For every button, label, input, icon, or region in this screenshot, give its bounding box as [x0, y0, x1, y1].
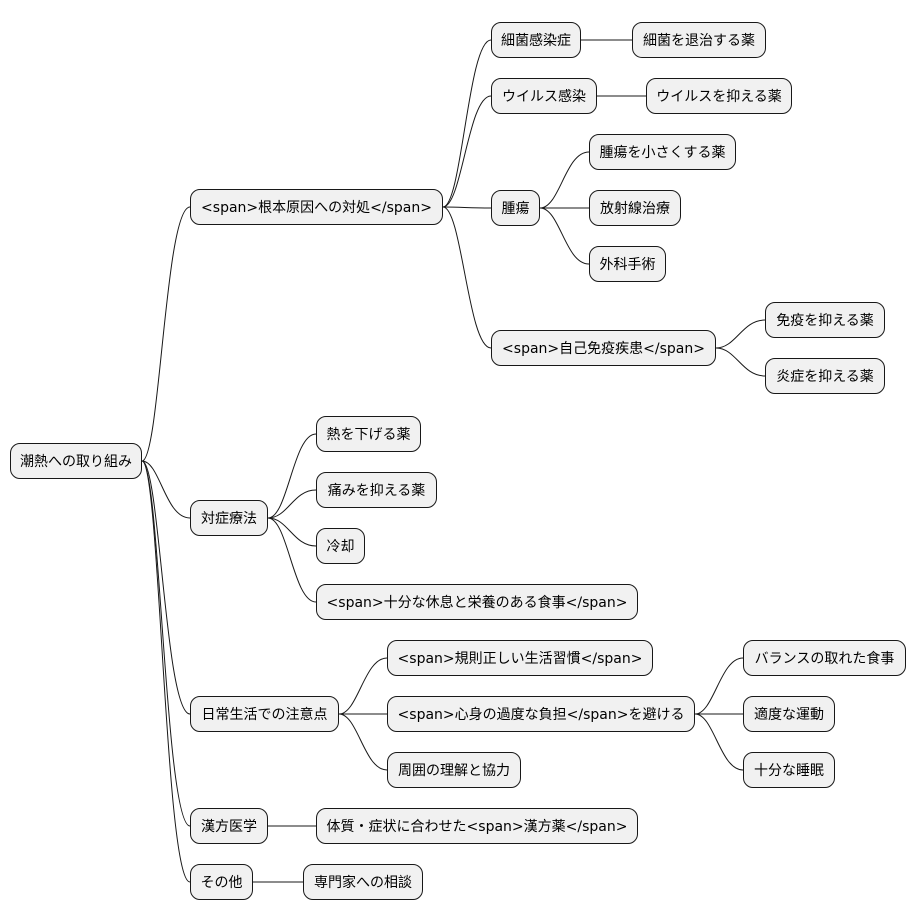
edge-cooling — [267, 517, 317, 547]
edge-tumor-drug — [539, 151, 590, 209]
node-tumor-shrink-drug: 腫瘍を小さくする薬 — [589, 134, 736, 170]
edge-understanding — [338, 713, 388, 771]
node-analgesic: 痛みを抑える薬 — [316, 472, 437, 508]
node-moderate-exercise: 適度な運動 — [743, 696, 835, 732]
edge-rest-food — [267, 517, 317, 603]
node-anti-inflammatory: 炎症を抑える薬 — [765, 358, 885, 394]
edge-balanced-diet — [694, 657, 744, 715]
edge-viral — [442, 95, 492, 208]
node-balanced-diet: バランスの取れた食事 — [743, 640, 906, 676]
edge-daily-life — [141, 460, 191, 715]
node-regular-lifestyle: <span>規則正しい生活習慣</span> — [387, 640, 653, 676]
edge-analgesic — [267, 489, 317, 519]
node-enough-sleep: 十分な睡眠 — [743, 752, 835, 788]
node-tumor: 腫瘍 — [491, 190, 540, 226]
edge-immuno-drug — [715, 319, 766, 349]
edge-sleep — [694, 713, 744, 771]
node-daily-life-notes: 日常生活での注意点 — [190, 696, 339, 732]
node-antipyretic: 熱を下げる薬 — [316, 416, 421, 452]
node-root-cause: <span>根本原因への対処</span> — [190, 189, 443, 225]
edge-inflammation-drug — [715, 347, 766, 377]
node-expert-consultation: 専門家への相談 — [303, 864, 423, 900]
edge-symptomatic — [141, 460, 191, 519]
node-understanding-cooperation: 周囲の理解と協力 — [387, 752, 521, 788]
edge-autoimmune — [442, 206, 492, 349]
node-kampo-medicine: 漢方医学 — [190, 808, 268, 844]
edge-other — [141, 460, 191, 883]
node-avoid-burden: <span>心身の過度な負担</span>を避ける — [387, 696, 695, 732]
node-immunosuppressant: 免疫を抑える薬 — [765, 302, 885, 338]
edge-bacterial — [442, 39, 492, 208]
node-viral-infection: ウイルス感染 — [491, 78, 597, 114]
node-antibacterial-drug: 細菌を退治する薬 — [632, 22, 766, 58]
edge-regular-life — [338, 657, 388, 715]
node-personalized-kampo: 体質・症状に合わせた<span>漢方薬</span> — [316, 808, 638, 844]
node-cooling: 冷却 — [316, 528, 365, 564]
edge-tumor — [442, 206, 492, 209]
node-bacterial-infection: 細菌感染症 — [491, 22, 581, 58]
root-node: 潮熱への取り組み — [10, 443, 142, 479]
node-surgery: 外科手術 — [589, 246, 666, 282]
node-antiviral-drug: ウイルスを抑える薬 — [646, 78, 792, 114]
node-other: その他 — [190, 864, 253, 900]
node-symptomatic-therapy: 対症療法 — [190, 500, 268, 536]
edge-antipyretic — [267, 433, 317, 519]
edge-surgery — [539, 207, 590, 265]
edge-root-cause — [141, 206, 191, 462]
node-autoimmune-disease: <span>自己免疫疾患</span> — [491, 330, 716, 366]
node-rest-and-nutrition: <span>十分な休息と栄養のある食事</span> — [316, 584, 638, 620]
node-radiation-therapy: 放射線治療 — [589, 190, 681, 226]
